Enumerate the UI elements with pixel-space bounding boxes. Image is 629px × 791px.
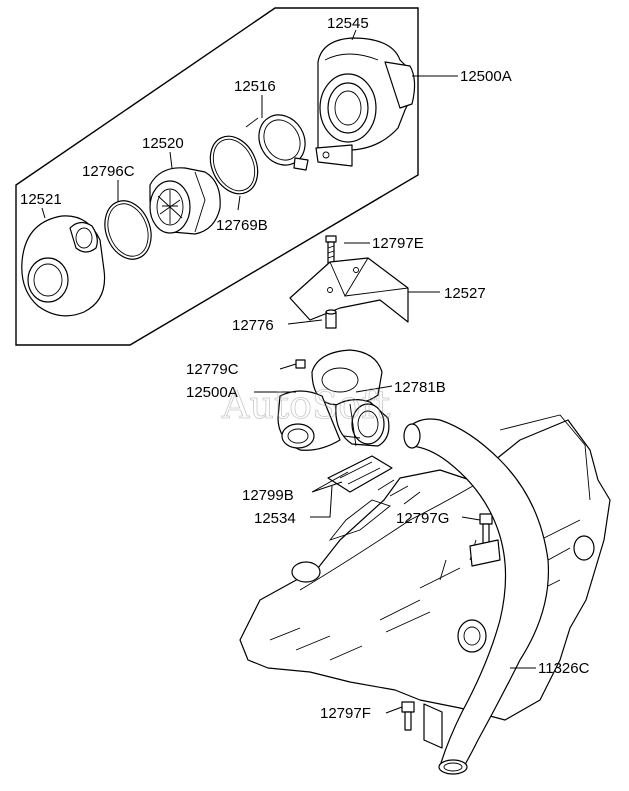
- bolt-12797f: [401, 701, 443, 749]
- label-12781b: 12781B: [394, 379, 446, 396]
- label-12500a-top: 12500A: [460, 68, 512, 85]
- label-12534: 12534: [254, 510, 296, 527]
- label-12521: 12521: [20, 191, 62, 208]
- label-12779c: 12779C: [186, 361, 239, 378]
- label-12769b: 12769B: [216, 217, 268, 234]
- label-12797e: 12797E: [372, 235, 424, 252]
- o-ring: [104, 200, 152, 260]
- label-12796c: 12796C: [82, 163, 135, 180]
- core-cartridge: [149, 167, 221, 235]
- bolt-12797g: [469, 513, 501, 567]
- label-12516: 12516: [234, 78, 276, 95]
- intake-pipe: [403, 418, 550, 775]
- label-12545: 12545: [327, 15, 369, 32]
- label-12776: 12776: [232, 317, 274, 334]
- leader-lines: [41, 29, 536, 714]
- bolt-12797e: [325, 235, 337, 265]
- label-11326c: 11326C: [538, 660, 590, 677]
- assembled-turbocharger: [277, 349, 390, 451]
- label-12797g: 12797G: [396, 510, 449, 527]
- label-12799b: 12799B: [242, 487, 294, 504]
- watermark: AutoSoft: [221, 383, 390, 427]
- compressor-housing: [21, 215, 106, 317]
- snap-ring: [209, 135, 259, 195]
- heat-shield: [289, 257, 409, 323]
- turbine-housing-top: [315, 37, 416, 167]
- part-labels: 12545 12500A 12516 12520 12796C 12521 12…: [20, 15, 590, 722]
- label-12520: 12520: [142, 135, 184, 152]
- label-12797f: 12797F: [320, 705, 371, 722]
- stud-12776: [325, 309, 337, 329]
- clamp-ring: [245, 114, 309, 171]
- label-12527: 12527: [444, 285, 486, 302]
- gasket: [327, 455, 393, 493]
- label-12500a-mid: 12500A: [186, 384, 238, 401]
- exploded-view-frame: [15, 7, 419, 346]
